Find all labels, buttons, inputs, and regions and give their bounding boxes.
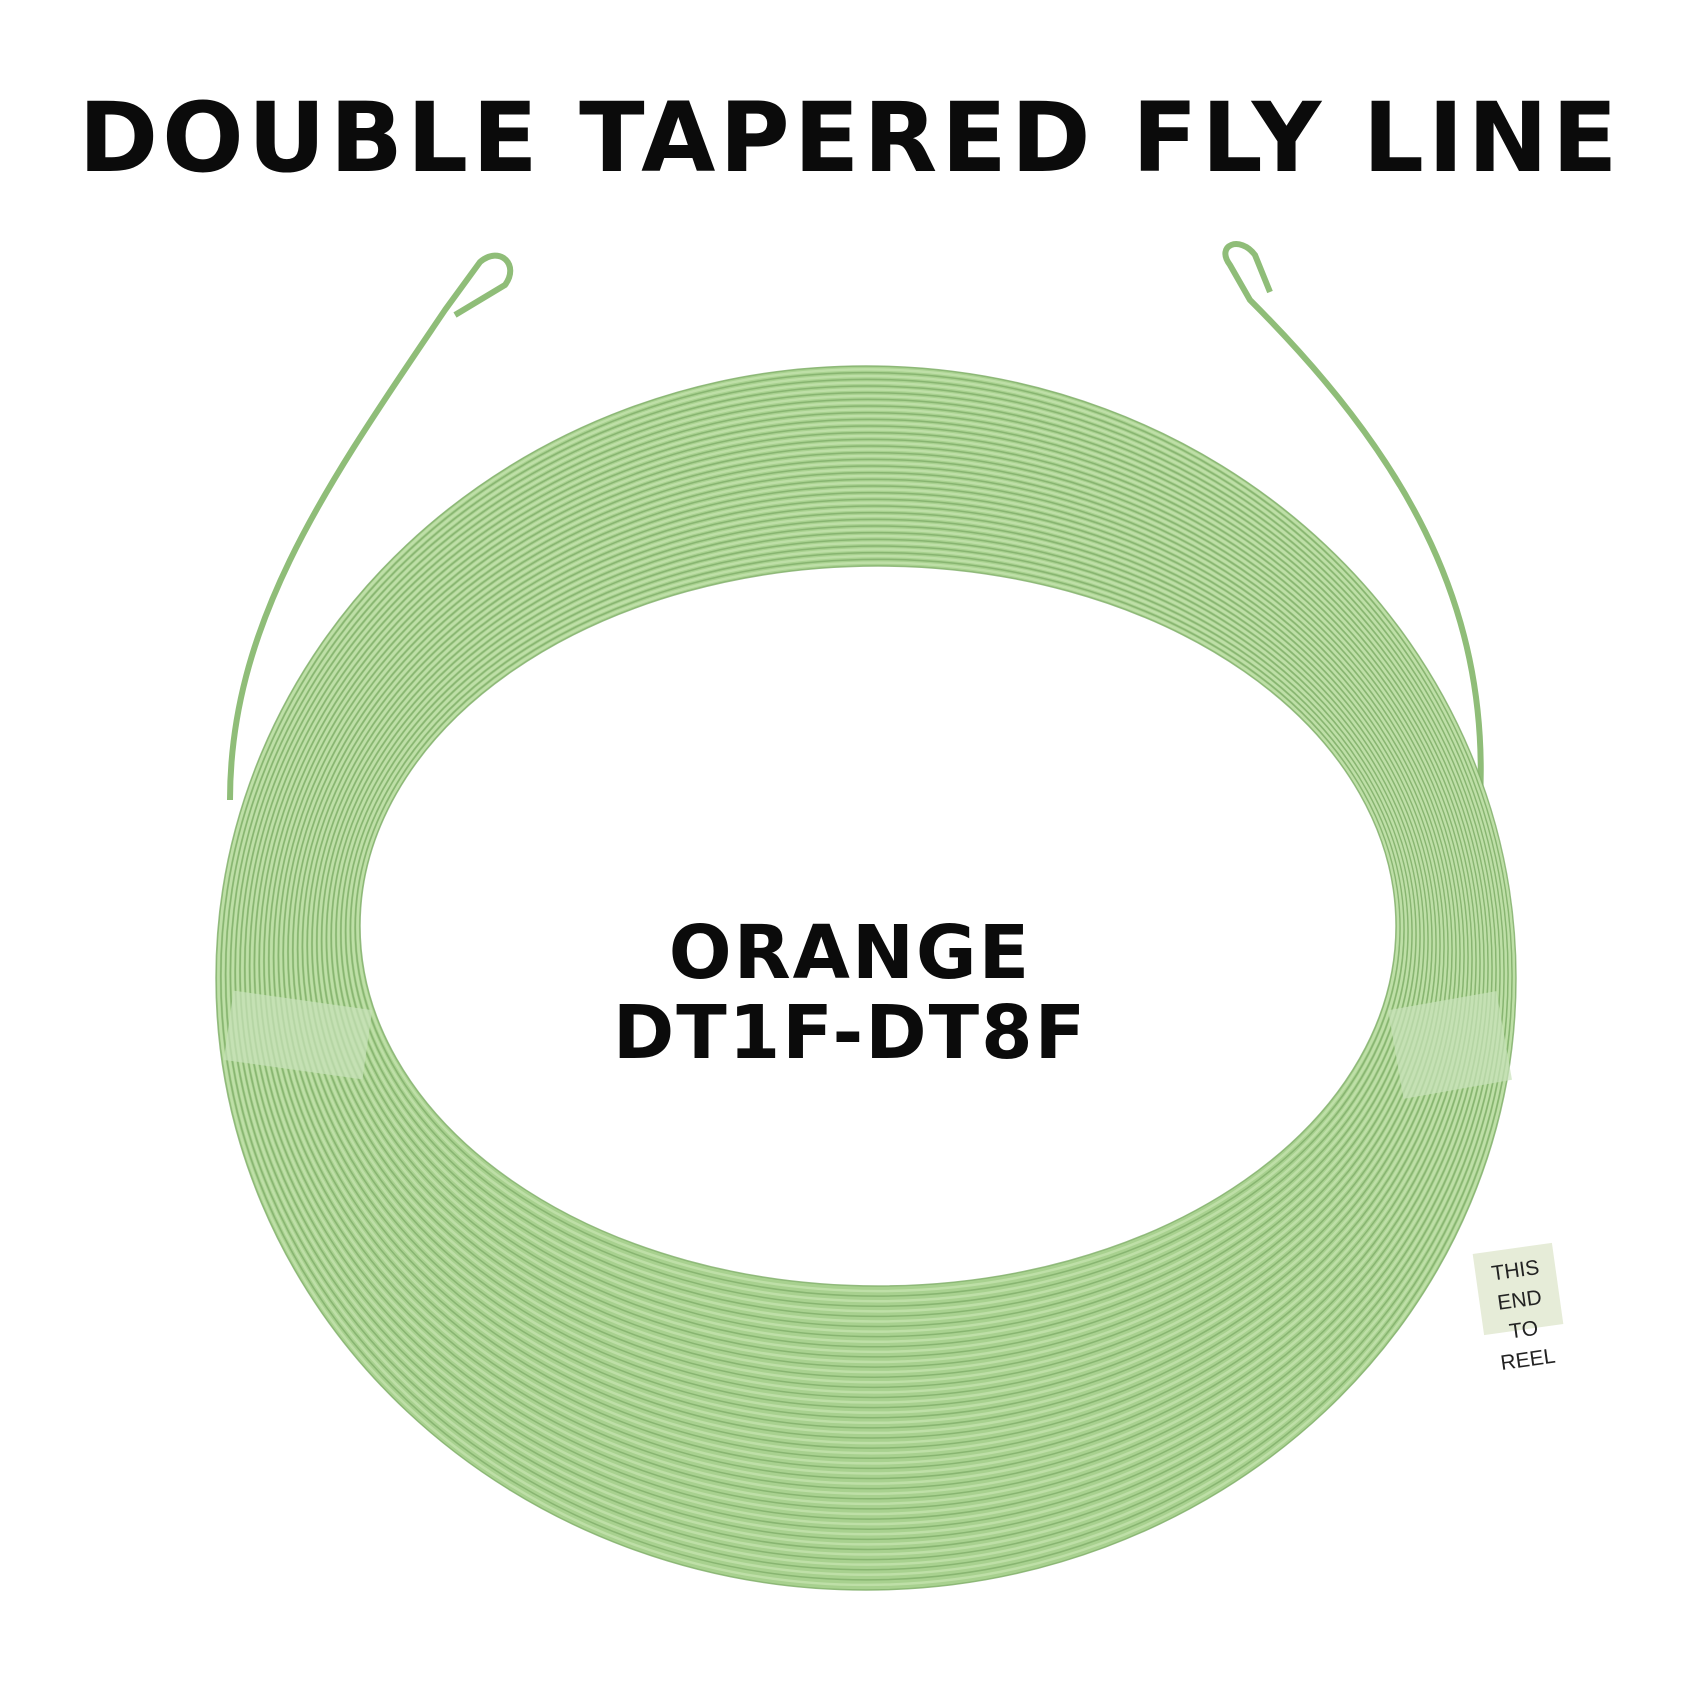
- coil-winding: [248, 411, 1489, 1520]
- coil-winding: [356, 561, 1400, 1293]
- coil-winding: [268, 438, 1473, 1480]
- coil-winding: [241, 401, 1496, 1536]
- coil-winding: [322, 514, 1428, 1364]
- coil-winding: [303, 488, 1444, 1404]
- coil-winding: [327, 521, 1424, 1354]
- coil-winding: [284, 461, 1460, 1445]
- color-label: ORANGE: [668, 910, 1032, 996]
- coil-winding: [332, 528, 1420, 1343]
- coil-winding: [320, 511, 1429, 1368]
- coil-winding: [220, 371, 1513, 1581]
- page-title: DOUBLE TAPERED FLY LINE: [78, 82, 1622, 194]
- coil-winding: [346, 548, 1408, 1313]
- coil-winding: [250, 414, 1488, 1516]
- coil-winding: [274, 448, 1468, 1465]
- coil-winding: [308, 494, 1440, 1394]
- coil-winding: [335, 531, 1417, 1338]
- tape-wraps: [223, 990, 1512, 1099]
- coil-winding: [298, 481, 1448, 1414]
- tag-line-2: TO REEL: [1499, 1316, 1557, 1376]
- coil-winding: [255, 421, 1484, 1506]
- coil-winding: [217, 368, 1516, 1587]
- left-loop: [227, 252, 514, 801]
- coil-winding: [311, 498, 1437, 1389]
- coil-winding: [277, 451, 1465, 1460]
- coil-winding: [344, 545, 1409, 1318]
- coil-winding: [354, 558, 1401, 1297]
- coil-winding: [351, 554, 1404, 1303]
- coil-winding: [279, 454, 1464, 1455]
- coil-winding: [349, 551, 1405, 1308]
- coil-winding: [325, 518, 1425, 1358]
- coil-body: [215, 365, 1516, 1591]
- coil-winding: [244, 405, 1493, 1530]
- coil-winding: [224, 378, 1509, 1571]
- coil-winding: [260, 428, 1480, 1495]
- line-end-loops: [227, 241, 1484, 801]
- tag-line-1: THIS END: [1490, 1255, 1544, 1315]
- coil-winding: [234, 391, 1501, 1551]
- coil-winding: [221, 374, 1512, 1577]
- coil-winding: [226, 381, 1508, 1566]
- coil-winding: [236, 394, 1500, 1546]
- right-loop: [1222, 241, 1484, 801]
- coil-winding: [289, 468, 1456, 1435]
- coil-winding: [282, 458, 1461, 1449]
- coil-winding: [330, 525, 1421, 1348]
- coil-winding: [317, 508, 1432, 1374]
- coil-winding: [258, 425, 1481, 1500]
- coil-winding: [263, 431, 1477, 1490]
- coil-winding: [337, 534, 1416, 1333]
- coil-winding: [313, 501, 1436, 1384]
- coil-winding: [229, 385, 1505, 1561]
- model-range-label: DT1F-DT8F: [612, 990, 1088, 1076]
- coil-winding: [265, 434, 1476, 1485]
- coil-winding: [269, 441, 1472, 1475]
- coil-winding: [301, 485, 1445, 1409]
- coil-winding: [287, 465, 1457, 1439]
- coil-winding: [293, 474, 1452, 1425]
- coil-winding: [296, 478, 1449, 1419]
- reel-end-tag: THIS END TO REEL: [1472, 1242, 1564, 1375]
- coil-winding: [215, 365, 1517, 1591]
- coil-winding: [340, 538, 1413, 1328]
- coil-winding: [316, 505, 1433, 1378]
- coil-winding: [231, 388, 1504, 1556]
- coil-winding: [245, 408, 1492, 1526]
- coil-winding: [292, 471, 1453, 1429]
- coil-winding: [359, 565, 1397, 1287]
- coil-winding: [272, 445, 1469, 1470]
- coil-winding: [306, 491, 1441, 1399]
- coil-winding: [239, 398, 1497, 1541]
- coil-winding: [341, 541, 1412, 1323]
- coil-winding: [253, 418, 1485, 1510]
